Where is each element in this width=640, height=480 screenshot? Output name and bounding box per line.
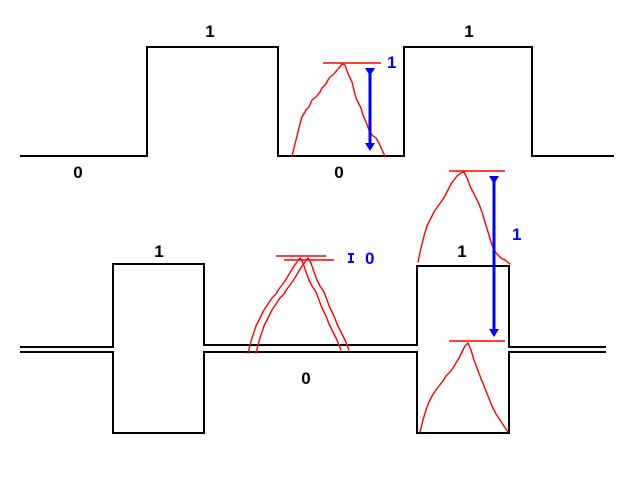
top-bit-label: 1 bbox=[205, 22, 214, 41]
bottom-bit-label: 0 bbox=[301, 369, 310, 388]
bottom-bit-label: 1 bbox=[457, 242, 466, 261]
bottom-center-trace-1 bbox=[247, 257, 342, 354]
bottom-bit-label: 1 bbox=[154, 242, 163, 261]
bottom-waveform: 0 1 1 0 1 bbox=[20, 170, 606, 434]
bottom-signal-lower-line bbox=[20, 351, 606, 434]
top-signal-line bbox=[20, 46, 614, 157]
top-measure-label: 1 bbox=[387, 53, 396, 72]
top-bit-label: 0 bbox=[334, 163, 343, 182]
bottom-center-trace-2 bbox=[255, 257, 350, 354]
bottom-signal-upper-line bbox=[20, 263, 606, 348]
top-bit-label: 1 bbox=[464, 22, 473, 41]
top-bit-label: 0 bbox=[73, 163, 82, 182]
bottom-right-lower-trace bbox=[419, 342, 509, 433]
top-waveform: 1 0 1 0 1 bbox=[20, 22, 614, 182]
small-measure-label: 0 bbox=[365, 249, 374, 268]
large-measure-label: 1 bbox=[512, 225, 521, 244]
